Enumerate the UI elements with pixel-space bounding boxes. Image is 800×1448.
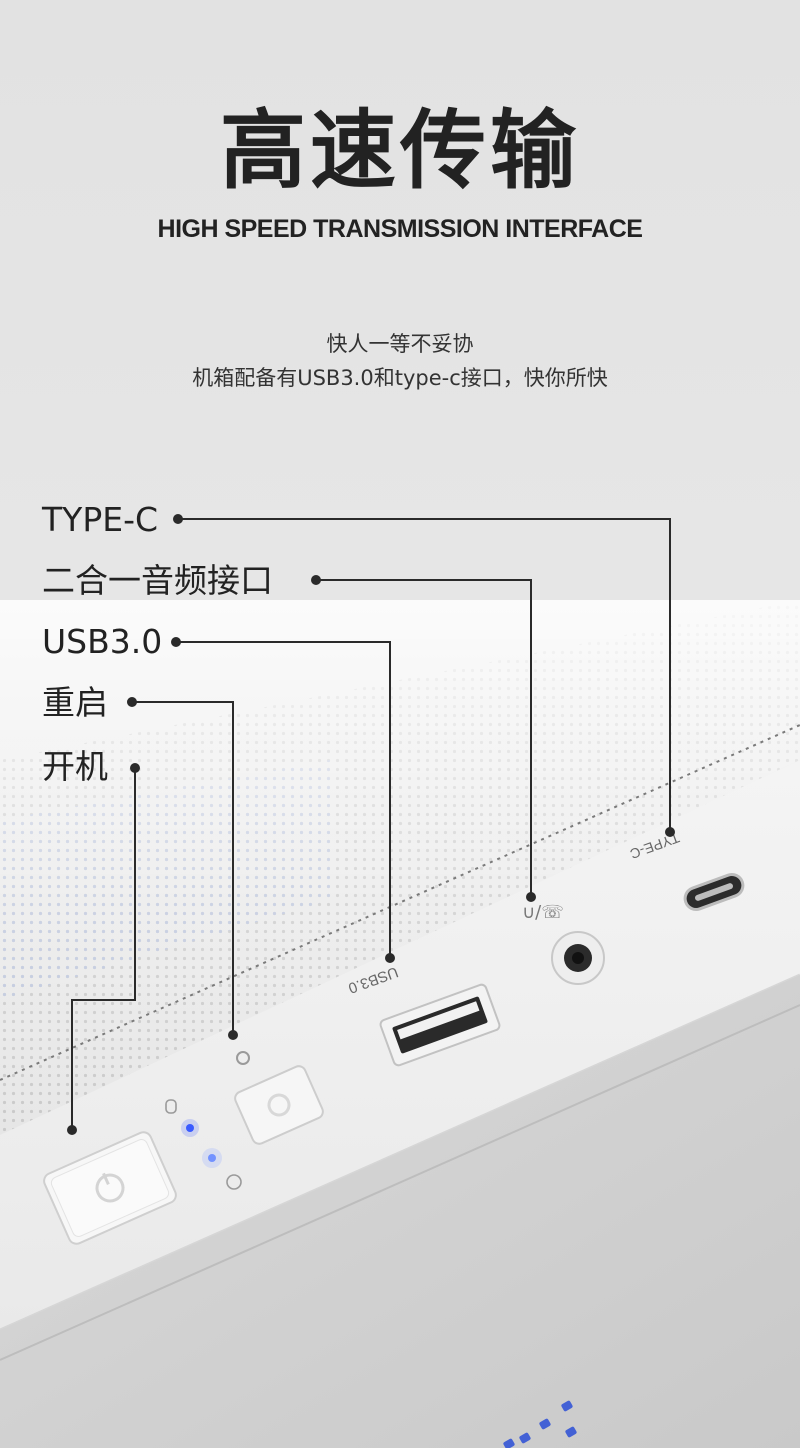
label-typec: TYPE-C [42, 500, 159, 539]
label-reset: 重启 [42, 683, 108, 722]
reset-leader [132, 701, 234, 1035]
description-line-2: 机箱配备有USB3.0和type-c接口，快你所快 [192, 366, 608, 390]
usb-leader [176, 641, 391, 958]
audio-leader [316, 579, 532, 897]
reset-dot [127, 697, 137, 707]
typec-dot [173, 514, 183, 524]
power-leader [71, 768, 136, 1130]
page-subtitle: HIGH SPEED TRANSMISSION INTERFACE [157, 215, 643, 243]
label-audio: 二合一音频接口 [42, 561, 273, 600]
audio-dot [311, 575, 321, 585]
usb-dot [171, 637, 181, 647]
page-title: 高速传输 [220, 101, 580, 201]
label-usb: USB3.0 [42, 622, 163, 661]
typec-leader [178, 518, 671, 832]
power-dot [130, 763, 140, 773]
svg-text:∪/☏: ∪/☏ [522, 902, 564, 923]
label-power: 开机 [42, 747, 108, 786]
description-line-1: 快人一等不妥协 [326, 332, 474, 356]
